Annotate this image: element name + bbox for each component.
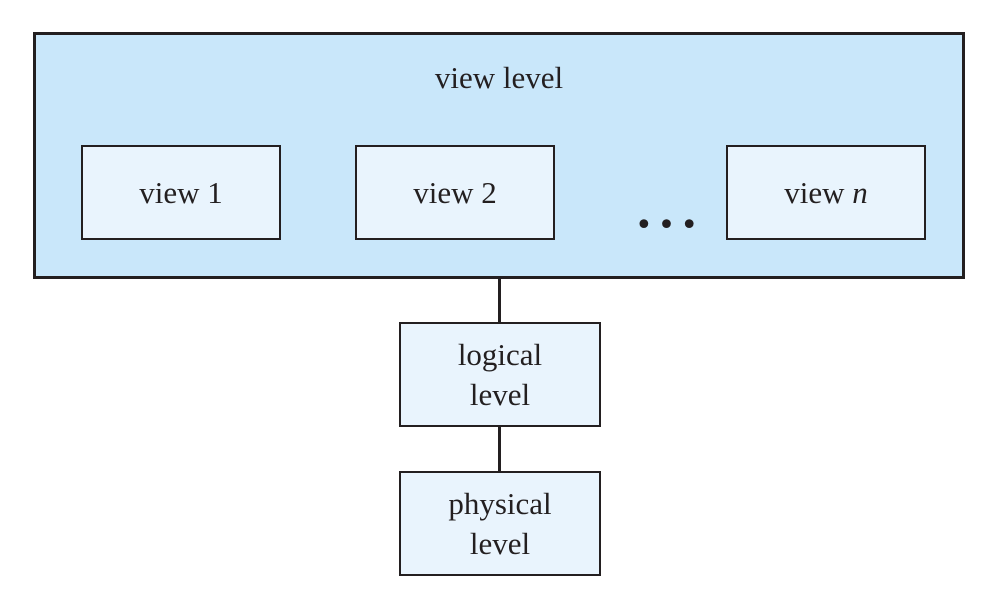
connector-logical-to-physical xyxy=(498,427,501,472)
view-n-label: view n xyxy=(784,174,868,210)
logical-level-label-line2: level xyxy=(469,376,531,412)
view-level-container: view level view 1 view 2 ••• view n xyxy=(33,32,965,279)
physical-level-label-line1: physical xyxy=(448,485,552,521)
connector-view-to-logical xyxy=(498,279,501,323)
view-1-box: view 1 xyxy=(81,145,281,240)
physical-level-box: physical level xyxy=(399,471,601,576)
view-1-label: view 1 xyxy=(139,174,223,210)
ellipsis-dots: ••• xyxy=(634,208,704,243)
physical-level-label-line2: level xyxy=(469,525,531,561)
logical-level-box: logical level xyxy=(399,322,601,427)
view-level-title: view level xyxy=(434,60,564,95)
view-2-label: view 2 xyxy=(413,174,497,210)
view-n-box: view n xyxy=(726,145,926,240)
logical-level-label-line1: logical xyxy=(457,336,543,372)
view-2-box: view 2 xyxy=(355,145,555,240)
